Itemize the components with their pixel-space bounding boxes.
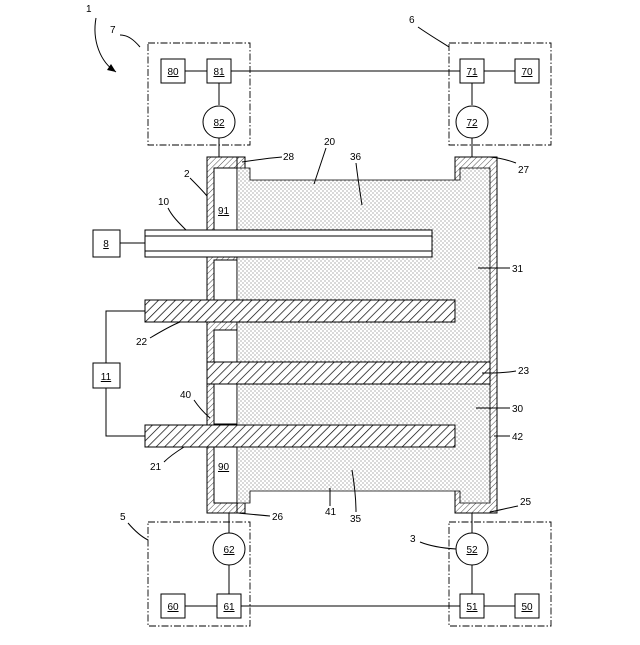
label-8: 8 <box>103 239 109 250</box>
label-40: 40 <box>180 390 192 401</box>
label-51: 51 <box>466 602 478 613</box>
label-80: 80 <box>167 67 179 78</box>
label-10: 10 <box>158 197 170 208</box>
unit-7-boundary <box>148 43 250 145</box>
label-3: 3 <box>410 534 416 545</box>
tube-10 <box>145 230 432 257</box>
label-61: 61 <box>223 602 235 613</box>
label-42: 42 <box>512 432 524 443</box>
label-41: 41 <box>325 507 337 518</box>
label-36: 36 <box>350 152 362 163</box>
label-2: 2 <box>184 169 190 180</box>
label-81: 81 <box>213 67 225 78</box>
label-62: 62 <box>223 545 235 556</box>
label-82: 82 <box>213 118 225 129</box>
label-52: 52 <box>466 545 478 556</box>
label-91: 91 <box>218 206 230 217</box>
label-25: 25 <box>520 497 532 508</box>
label-70: 70 <box>521 67 533 78</box>
electrolyte-region <box>237 168 490 503</box>
electrode-21 <box>145 425 455 447</box>
label-71: 71 <box>466 67 478 78</box>
label-90: 90 <box>218 462 230 473</box>
label-31: 31 <box>512 264 524 275</box>
label-1: 1 <box>86 4 92 15</box>
label-26: 26 <box>272 512 284 523</box>
label-30: 30 <box>512 404 524 415</box>
label-11: 11 <box>101 372 112 383</box>
label-6: 6 <box>409 15 415 26</box>
label-27: 27 <box>518 165 530 176</box>
label-50: 50 <box>521 602 533 613</box>
label-28: 28 <box>283 152 295 163</box>
label-20: 20 <box>324 137 336 148</box>
label-23: 23 <box>518 366 530 377</box>
label-22: 22 <box>136 337 148 348</box>
electrode-22 <box>145 300 455 322</box>
label-60: 60 <box>167 602 179 613</box>
label-7: 7 <box>110 25 116 36</box>
label-21: 21 <box>150 462 162 473</box>
gas-space-91 <box>214 168 237 230</box>
label-72: 72 <box>466 118 478 129</box>
label-35: 35 <box>350 514 362 525</box>
separator-23 <box>207 362 490 384</box>
label-5: 5 <box>120 512 126 523</box>
